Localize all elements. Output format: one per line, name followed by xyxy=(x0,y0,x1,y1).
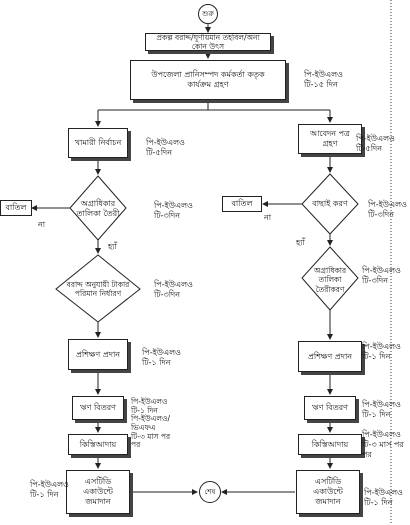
label-amount-time: পি-ইউএলও টি-৩দিন xyxy=(154,280,193,299)
label-yes-left: হ্যাঁ xyxy=(108,242,117,251)
label-loan-right-time: পি-ইউএলও টি-১ দিন xyxy=(362,400,401,419)
decision-shapes xyxy=(55,173,359,323)
diamond-priority-right xyxy=(301,246,359,311)
label-priority-time: পি-ইউএলও টি-৩দিন xyxy=(154,201,193,220)
start-node: শুরু xyxy=(198,4,218,24)
label-application-time: পি-ইউএলও টি-৫দিন xyxy=(356,134,395,153)
end-node: শেষ xyxy=(199,481,221,503)
funding-source-box: প্রকল্প বরাদ্দ/ঘূর্ণায়মান তহবিল/অন্য কো… xyxy=(145,33,271,51)
loan-left-box: ঋণ বিতরণ xyxy=(72,396,124,420)
cancel-right-box: বাতিল xyxy=(222,196,262,212)
khamari-selection-box: খামারী নির্বাচন xyxy=(68,128,128,158)
installment-right-box: কিস্তিআদায় xyxy=(298,434,362,455)
label-installment-right-time: পি-ইউএলও টি-৩ মাস পর পর xyxy=(362,430,404,459)
installment-left-box: কিস্তিআদায় xyxy=(68,434,128,455)
application-box: আবেদন পত্র গ্রহণ xyxy=(298,124,362,154)
label-loan-left-time: পি-ইউএলও টি-১ দিন পি-ইউএলও/ ভিএফএ টি-৩ ম… xyxy=(131,397,171,450)
account-left-box: এসটিডি একাউন্টে জমাদান xyxy=(66,470,130,514)
priority-list-right-text: অগ্রাধিকার তালিকা তৈরীকরণ xyxy=(313,266,347,294)
training-left-box: প্রশিক্ষণ প্রদান xyxy=(68,339,128,370)
label-selection-time: পি-ইউএলও টি-৩দিন xyxy=(368,200,407,219)
label-account-left-time: পি-ইউএলও টি-১ দিন xyxy=(30,480,69,499)
upazila-officer-box: উপজেলা প্রানিসম্পদ কর্মকর্তা কতৃক কার্যক… xyxy=(130,60,286,100)
diamond-priority-left xyxy=(69,175,127,241)
loan-right-box: ঋণ বিতরণ xyxy=(304,396,356,420)
training-right-box: প্রশিক্ষণ প্রদান xyxy=(298,341,362,372)
label-priority-right-time: পি-ইউএলও টি-৩দিন xyxy=(362,266,401,285)
label-no-left: না xyxy=(38,220,46,229)
account-right-box: এসটিডি একাউন্টে জমাদান xyxy=(296,470,360,514)
amount-text: বরাদ্দ অনুযায়ী টাকার পরিমান নির্ধারণ xyxy=(66,280,130,299)
label-training-right-time: পি-ইউএলও টি-১ দিন xyxy=(362,342,401,361)
label-yes-right: হ্যাঁ xyxy=(296,238,305,247)
label-training-left-time: পি-ইউএলও টি-১ দিন xyxy=(142,348,181,367)
diamond-amount xyxy=(55,254,141,323)
priority-list-left-text: অগ্রাধিকার তালিকা তৈরী xyxy=(76,199,120,218)
label-khamari-time: পি-ইউএলও টি-৫দিন xyxy=(146,138,185,157)
label-account-right-time: পি-ইউএলও টি-১ দিন xyxy=(364,488,403,507)
cancel-left-box: বাতিল xyxy=(0,200,32,216)
label-no-right: না xyxy=(264,213,272,222)
diamond-selection xyxy=(301,173,359,235)
label-upazila-time: পি-ইউএলও টি-১৫ দিন xyxy=(304,70,343,89)
selection-text: বাছাই করণ xyxy=(312,199,348,208)
